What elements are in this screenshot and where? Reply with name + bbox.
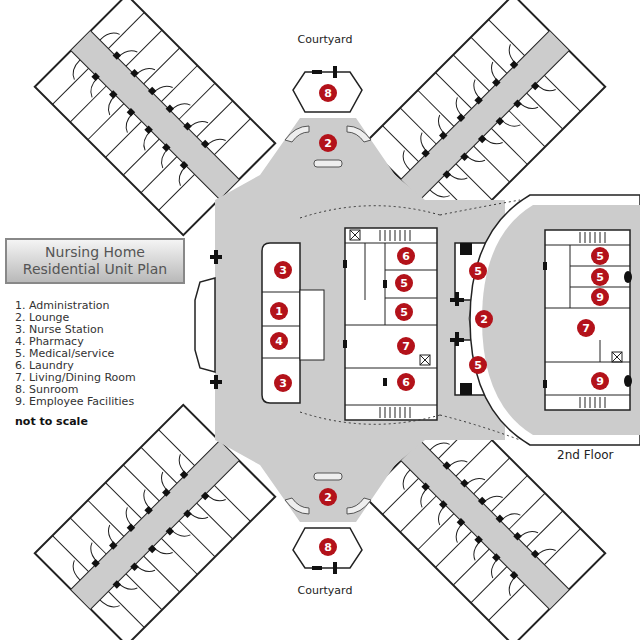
legend-item: 7. Living/Dining Room	[15, 371, 136, 384]
callout-number: 5	[474, 359, 482, 372]
room-number: 3	[274, 261, 292, 279]
callout-number: 8	[324, 87, 332, 100]
callout-number: 6	[402, 376, 410, 389]
room-number: 6	[397, 247, 415, 265]
room-number: 9	[591, 372, 609, 390]
room-number: 5	[591, 247, 609, 265]
legend-item: 3. Nurse Station	[15, 323, 104, 336]
callout-number: 5	[400, 277, 408, 290]
callout-number: 3	[279, 264, 287, 277]
callout-number: 8	[324, 541, 332, 554]
legend-item: 8. Sunroom	[15, 383, 78, 396]
room-number: 5	[395, 274, 413, 292]
room-number: 6	[397, 373, 415, 391]
area-label: Courtyard	[298, 33, 353, 46]
room-number: 5	[469, 262, 487, 280]
legend-item: 6. Laundry	[15, 359, 74, 372]
callout-number: 2	[324, 137, 332, 150]
callout-number: 2	[480, 313, 488, 326]
area-label: Courtyard	[298, 584, 353, 597]
room-number: 5	[591, 268, 609, 286]
title-text: Nursing Home Residential Unit Plan	[23, 244, 167, 277]
room-number: 2	[319, 134, 337, 152]
callout-number: 9	[596, 291, 604, 304]
room-number: 3	[274, 374, 292, 392]
room-number: 7	[397, 337, 415, 355]
area-label: 2nd Floor	[557, 448, 614, 462]
room-number: 7	[577, 319, 595, 337]
room-number: 8	[319, 538, 337, 556]
room-number: 8	[319, 84, 337, 102]
room-number: 9	[591, 288, 609, 306]
legend-item: 2. Lounge	[15, 311, 69, 324]
callout-number: 7	[582, 322, 590, 335]
legend-item: 9. Employee Facilities	[15, 395, 134, 408]
title-box: Nursing Home Residential Unit Plan	[5, 238, 185, 284]
room-number: 2	[319, 488, 337, 506]
callout-number: 5	[400, 306, 408, 319]
callout-number: 5	[596, 271, 604, 284]
legend-item: 1. Administration	[15, 299, 109, 312]
callout-number: 7	[402, 340, 410, 353]
legend-item: 5. Medical/service	[15, 347, 114, 360]
callout-number: 3	[279, 377, 287, 390]
callout-number: 5	[474, 265, 482, 278]
callout-number: 6	[402, 250, 410, 263]
callout-number: 5	[596, 250, 604, 263]
scale-note: not to scale	[15, 415, 88, 428]
room-number: 2	[475, 310, 493, 328]
legend-item: 4. Pharmacy	[15, 335, 84, 348]
callout-number: 4	[275, 335, 283, 348]
room-number: 4	[270, 332, 288, 350]
callout-number: 9	[596, 375, 604, 388]
room-number: 5	[395, 303, 413, 321]
callout-number: 1	[275, 305, 283, 318]
room-number: 1	[270, 302, 288, 320]
callout-number: 2	[324, 491, 332, 504]
room-number: 5	[469, 356, 487, 374]
